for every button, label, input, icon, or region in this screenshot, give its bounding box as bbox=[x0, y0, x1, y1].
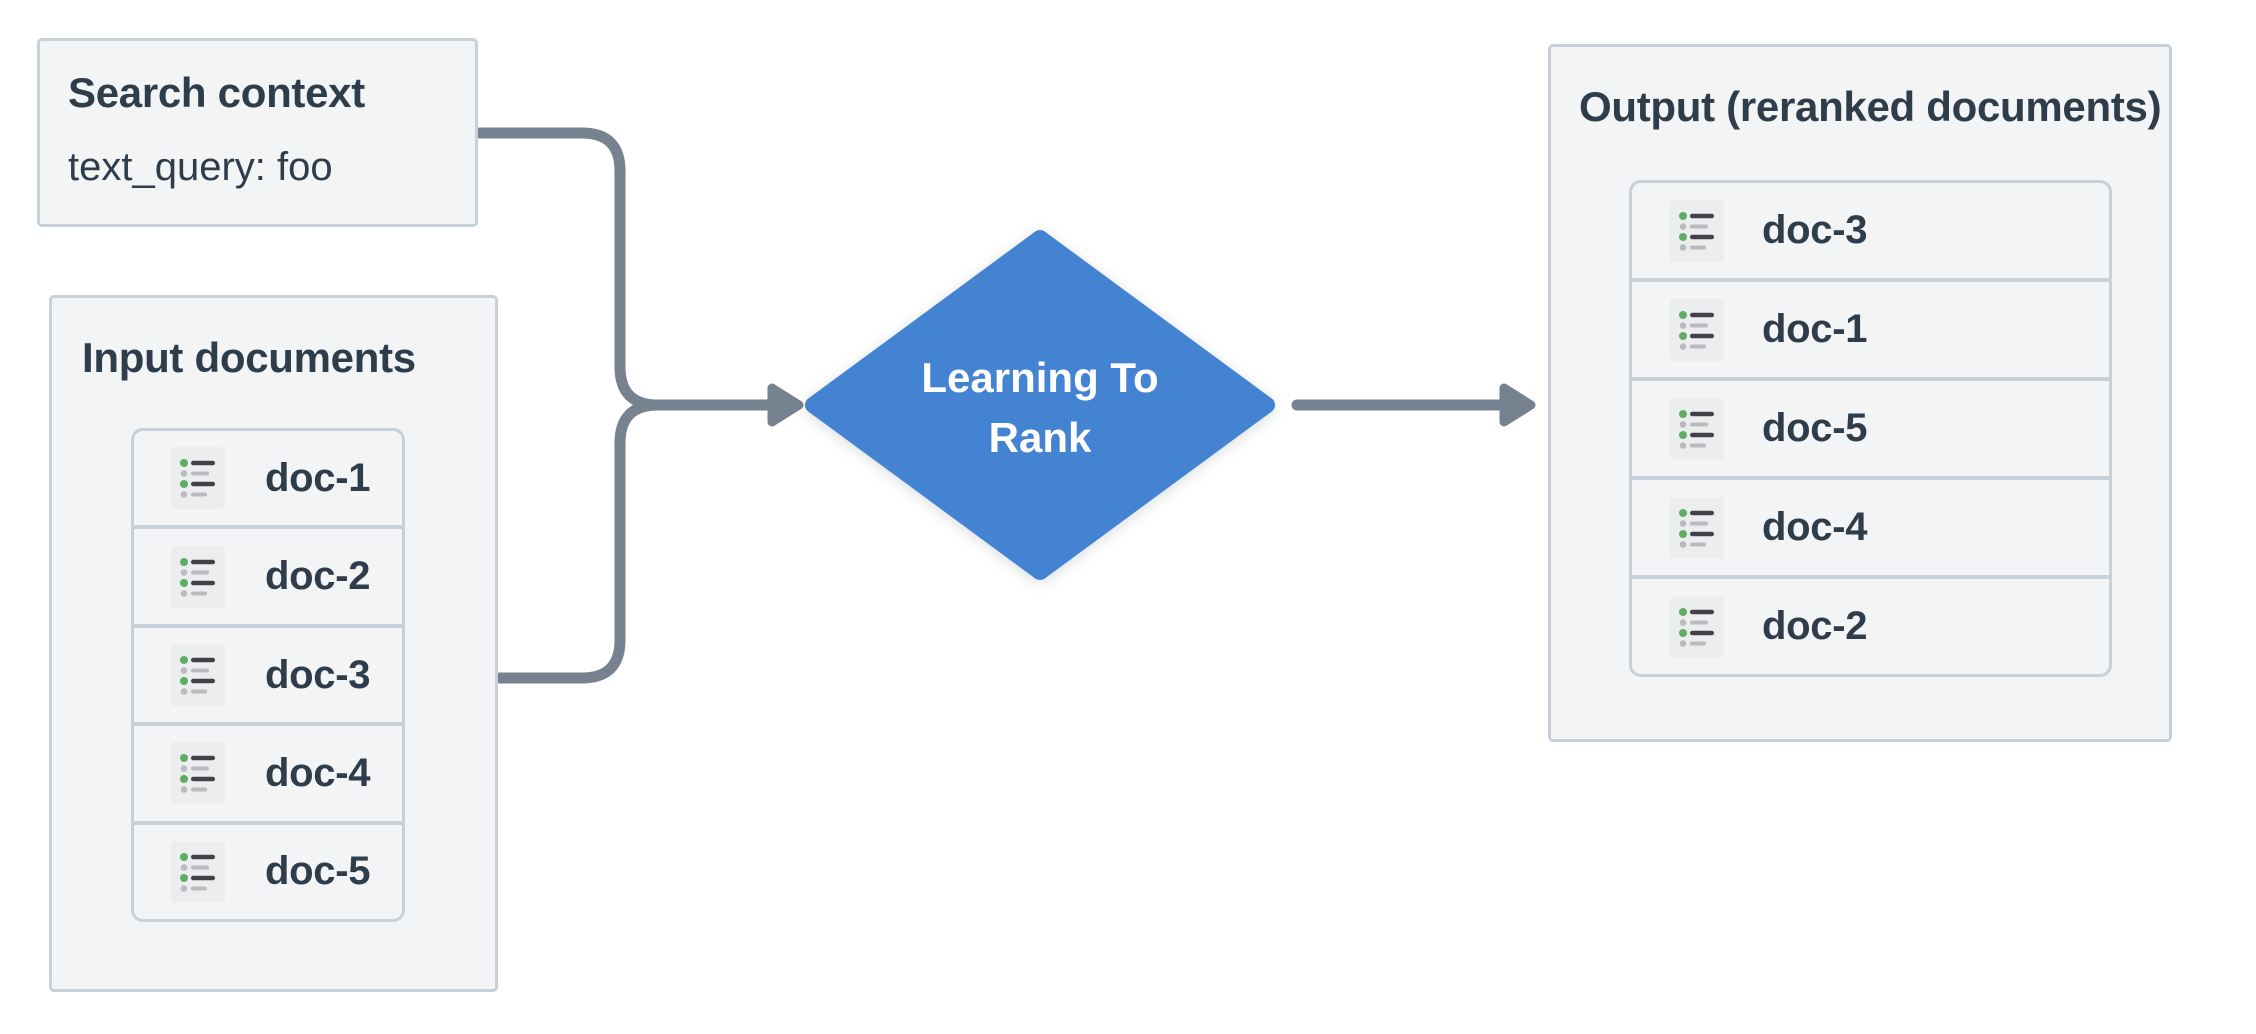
doc-row: doc-1 bbox=[134, 431, 402, 525]
doc-label: doc-4 bbox=[265, 750, 371, 795]
doc-row: doc-5 bbox=[1632, 377, 2109, 476]
input-documents-list: doc-1 doc-2 doc-3 bbox=[131, 428, 405, 922]
doc-row: doc-5 bbox=[134, 820, 402, 919]
doc-label: doc-3 bbox=[1762, 208, 1868, 252]
document-list-icon bbox=[1670, 496, 1724, 559]
document-list-icon bbox=[171, 742, 225, 805]
connector-docs-to-ltr bbox=[494, 399, 664, 684]
doc-row: doc-3 bbox=[134, 623, 402, 722]
doc-row: doc-2 bbox=[1632, 575, 2109, 674]
doc-label: doc-4 bbox=[1762, 505, 1868, 549]
document-list-icon bbox=[1670, 397, 1724, 460]
ltr-label-line1: Learning To bbox=[921, 354, 1159, 401]
document-list-icon bbox=[1670, 199, 1724, 262]
document-list-icon bbox=[1670, 298, 1724, 361]
doc-row: doc-1 bbox=[1632, 278, 2109, 377]
document-list-icon bbox=[171, 644, 225, 707]
ltr-label-line2: Rank bbox=[988, 414, 1092, 461]
connector-search-to-ltr bbox=[474, 127, 776, 411]
doc-label: doc-5 bbox=[265, 849, 371, 894]
doc-row: doc-4 bbox=[134, 722, 402, 820]
input-documents-title: Input documents bbox=[82, 334, 416, 381]
doc-row: doc-4 bbox=[1632, 476, 2109, 575]
arrowhead-into-output-icon bbox=[1499, 383, 1536, 427]
search-context-box: Search context text_query: foo bbox=[37, 38, 478, 227]
search-context-query: text_query: foo bbox=[68, 145, 333, 189]
doc-label: doc-1 bbox=[1762, 307, 1868, 351]
doc-label: doc-3 bbox=[265, 652, 371, 697]
doc-label: doc-2 bbox=[265, 554, 371, 599]
document-list-icon bbox=[171, 447, 225, 510]
document-list-icon bbox=[171, 840, 225, 903]
document-list-icon bbox=[171, 545, 225, 608]
doc-row: doc-3 bbox=[1632, 183, 2109, 278]
doc-row: doc-2 bbox=[134, 525, 402, 623]
doc-label: doc-1 bbox=[265, 455, 371, 500]
search-context-title: Search context bbox=[68, 69, 365, 116]
learning-to-rank-label: Learning To Rank bbox=[840, 346, 1240, 470]
arrowhead-into-ltr-icon bbox=[767, 383, 804, 427]
output-title: Output (reranked documents) bbox=[1579, 83, 2162, 130]
doc-label: doc-2 bbox=[1762, 604, 1868, 648]
document-list-icon bbox=[1670, 595, 1724, 658]
doc-label: doc-5 bbox=[1762, 406, 1868, 450]
output-documents-list: doc-3 doc-1 doc-5 bbox=[1629, 180, 2112, 677]
